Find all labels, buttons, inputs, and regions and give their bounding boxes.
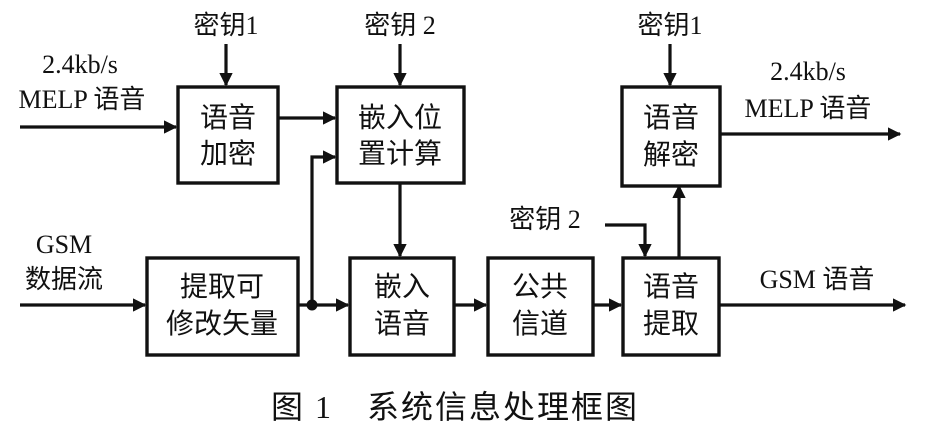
label-key1-decrypt: 密钥1 <box>637 11 702 40</box>
block-embed-speech: 嵌入 语音 <box>348 256 456 357</box>
block-speech-encrypt-line1: 语音 <box>200 102 256 134</box>
block-embed-position-calc: 嵌入位 置计算 <box>335 85 466 185</box>
connections <box>20 44 907 312</box>
label-input-gsm: GSM <box>36 230 92 259</box>
block-public-channel: 公共 信道 <box>486 256 595 357</box>
block-speech-extract-line2: 提取 <box>643 308 699 340</box>
label-key2-extract: 密钥 2 <box>509 205 581 234</box>
block-speech-extract-line1: 语音 <box>643 271 699 303</box>
block-embed-position-line1: 嵌入位 <box>358 102 442 134</box>
label-input-melp-rate: 2.4kb/s <box>42 50 118 79</box>
block-extract-vectors-line2: 修改矢量 <box>166 308 278 340</box>
label-output-melp-name: MELP 语音 <box>745 94 872 123</box>
junction-dot <box>306 299 318 311</box>
block-speech-encrypt-line2: 加密 <box>200 138 256 170</box>
label-output-gsm: GSM 语音 <box>760 265 875 294</box>
label-key1-encrypt: 密钥1 <box>193 11 258 40</box>
block-speech-decrypt-line1: 语音 <box>643 102 699 134</box>
block-embed-speech-line1: 嵌入 <box>374 271 430 303</box>
block-speech-encrypt: 语音 加密 <box>176 85 280 185</box>
block-public-channel-line1: 公共 <box>512 271 568 303</box>
block-extract-modifiable-vectors: 提取可 修改矢量 <box>145 256 300 357</box>
block-speech-decrypt-line2: 解密 <box>643 139 699 171</box>
figure-caption: 图 1 系统信息处理框图 <box>271 389 639 425</box>
arrow-key2-to-extract <box>605 223 652 258</box>
label-output-melp-rate: 2.4kb/s <box>770 57 846 86</box>
block-speech-extract: 语音 提取 <box>621 256 721 357</box>
arrow-vectors-to-position <box>310 150 337 305</box>
block-extract-vectors-line1: 提取可 <box>180 271 264 303</box>
block-public-channel-line2: 信道 <box>512 308 568 340</box>
block-speech-decrypt: 语音 解密 <box>620 85 722 188</box>
label-key2-embed: 密钥 2 <box>364 11 436 40</box>
label-input-melp-name: MELP 语音 <box>19 85 146 114</box>
block-embed-speech-line2: 语音 <box>374 308 430 340</box>
block-embed-position-line2: 置计算 <box>358 138 442 170</box>
label-input-gsm-stream: 数据流 <box>25 265 103 294</box>
